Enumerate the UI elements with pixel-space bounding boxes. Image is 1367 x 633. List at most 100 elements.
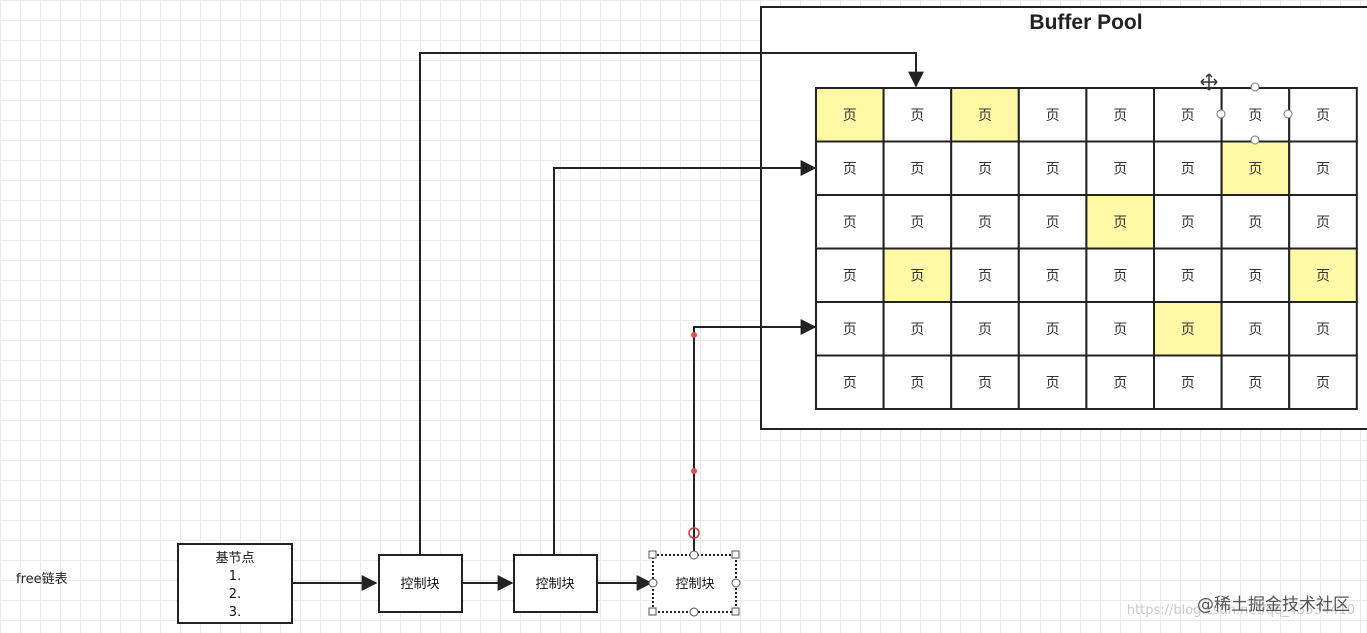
page-cell-label: 页: [1113, 161, 1127, 177]
page-cell[interactable]: [1085, 301, 1156, 357]
page-cell-label: 页: [1316, 108, 1330, 124]
page-cell-label: 页: [978, 322, 992, 338]
page-cell-label: 页: [1248, 215, 1262, 231]
selection-handle[interactable]: [1250, 82, 1260, 92]
page-cell-label: 页: [1248, 375, 1262, 391]
base-node-item: 2.: [229, 587, 241, 602]
page-cell-label: 页: [910, 108, 924, 124]
selection-handle[interactable]: [1250, 135, 1260, 145]
watermark-text: @稀土掘金技术社区: [1197, 595, 1350, 615]
page-cell-label: 页: [1046, 161, 1060, 177]
resize-handle[interactable]: [731, 550, 740, 559]
page-cell-label: 页: [978, 161, 992, 177]
resize-handle[interactable]: [648, 550, 657, 559]
connection-point[interactable]: [648, 578, 658, 588]
page-cell-label: 页: [1316, 375, 1330, 391]
page-cell-label: 页: [843, 161, 857, 177]
page-cell-label: 页: [1316, 215, 1330, 231]
free-list-label: free链表: [16, 572, 68, 587]
page-cell-label: 页: [978, 375, 992, 391]
connector-arrow-1[interactable]: [419, 52, 924, 555]
page-cell-label: 页: [978, 268, 992, 284]
page-cell[interactable]: [1017, 140, 1088, 196]
page-cell[interactable]: [1153, 87, 1223, 143]
page-cell[interactable]: [1288, 194, 1358, 250]
page-cell[interactable]: [1288, 87, 1358, 143]
page-cell[interactable]: [950, 140, 1020, 196]
page-cell[interactable]: [950, 87, 1020, 143]
page-cell-label: 页: [1248, 268, 1262, 284]
control-block-label: 控制块: [535, 577, 574, 592]
base-node-box[interactable]: [177, 543, 293, 624]
page-cell[interactable]: [815, 354, 885, 410]
resize-handle[interactable]: [648, 607, 657, 616]
connector-arrow-2[interactable]: [553, 160, 817, 555]
page-cell[interactable]: [1017, 247, 1088, 303]
selection-handle[interactable]: [1216, 109, 1226, 119]
resize-handle[interactable]: [731, 607, 740, 616]
block-selection-handles[interactable]: [648, 550, 741, 617]
page-cell[interactable]: [950, 354, 1020, 410]
page-cell-label: 页: [1248, 108, 1262, 124]
page-cell-label: 页: [1046, 322, 1060, 338]
page-cell-label: 页: [1316, 322, 1330, 338]
page-cell[interactable]: [950, 247, 1020, 303]
page-cell-label: 页: [843, 375, 857, 391]
cell-selection-handles[interactable]: [1216, 82, 1293, 145]
selection-handle[interactable]: [1283, 109, 1293, 119]
page-cell-label: 页: [1046, 268, 1060, 284]
page-cell-label: 页: [1046, 215, 1060, 231]
page-cell[interactable]: [1288, 301, 1358, 357]
rotate-handle[interactable]: [688, 527, 700, 539]
base-node-item: 3.: [229, 605, 241, 620]
page-cell-label: 页: [1046, 108, 1060, 124]
control-block-1[interactable]: [378, 554, 463, 613]
page-cell[interactable]: [1220, 354, 1291, 410]
connection-point[interactable]: [689, 550, 699, 560]
page-cell-label: 页: [1113, 108, 1127, 124]
page-cell-label: 页: [1181, 268, 1195, 284]
page-cell[interactable]: [815, 247, 885, 303]
page-cell[interactable]: [1085, 354, 1156, 410]
control-block-2[interactable]: [513, 554, 598, 613]
connection-point[interactable]: [731, 578, 741, 588]
page-cell-label: 页: [843, 108, 857, 124]
page-cell-label: 页: [1181, 375, 1195, 391]
page-cell-label: 页: [1113, 215, 1127, 231]
page-cell-label: 页: [843, 322, 857, 338]
page-cell-label: 页: [910, 322, 924, 338]
page-cell-label: 页: [910, 268, 924, 284]
page-cell[interactable]: [1288, 354, 1358, 410]
page-cell-label: 页: [1248, 322, 1262, 338]
page-cell[interactable]: [882, 354, 953, 410]
base-node-item: 1.: [229, 569, 241, 584]
page-cell-label: 页: [1113, 375, 1127, 391]
connector-waypoint[interactable]: [691, 332, 697, 338]
connection-point[interactable]: [689, 607, 699, 617]
page-cell-label: 页: [1113, 268, 1127, 284]
page-cell[interactable]: [882, 194, 953, 250]
page-cell-label: 页: [978, 108, 992, 124]
page-cell-label: 页: [1113, 322, 1127, 338]
page-cell-label: 页: [1181, 215, 1195, 231]
connector-arrow-3[interactable]: [693, 319, 817, 555]
page-cell-label: 页: [1181, 322, 1195, 338]
page-cell-label: 页: [843, 268, 857, 284]
base-node-title: 基节点: [215, 551, 254, 566]
connector-waypoint[interactable]: [691, 468, 697, 474]
buffer-pool-title: Buffer Pool: [1029, 11, 1142, 34]
page-cell[interactable]: [1153, 194, 1223, 250]
control-block-label: 控制块: [675, 577, 714, 592]
page-cell[interactable]: [1288, 140, 1358, 196]
page-cell-label: 页: [1316, 268, 1330, 284]
page-cell-label: 页: [1181, 161, 1195, 177]
page-cell[interactable]: [1017, 354, 1088, 410]
page-cell-label: 页: [910, 375, 924, 391]
page-cell-label: 页: [910, 161, 924, 177]
page-cell[interactable]: [950, 194, 1020, 250]
page-cell[interactable]: [815, 87, 885, 143]
page-cell-label: 页: [1046, 375, 1060, 391]
page-cell[interactable]: [882, 140, 953, 196]
page-cell[interactable]: [950, 301, 1020, 357]
